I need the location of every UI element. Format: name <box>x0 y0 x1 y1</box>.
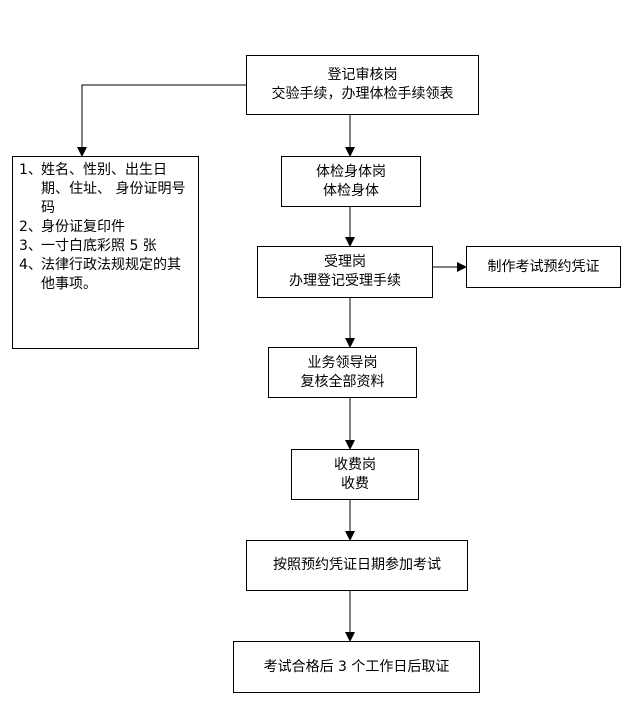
step-fee: 收费岗 收费 <box>291 449 419 500</box>
step-registration-review-title: 登记审核岗 <box>327 67 398 83</box>
required-documents-box: 1、 姓名、性别、出生日期、住址、 身份证明号码 2、 身份证复印件 3、 一寸… <box>12 156 199 349</box>
step-acceptance-title: 受理岗 <box>324 254 366 270</box>
step-leader-review: 业务领导岗 复核全部资料 <box>268 347 417 398</box>
step-take-exam: 按照预约凭证日期参加考试 <box>246 540 468 591</box>
step-leader-review-title: 业务领导岗 <box>307 354 378 371</box>
document-item-4: 4、 法律行政法规规定的其他事项。 <box>19 256 192 294</box>
document-item-number: 2、 <box>19 219 42 235</box>
step-registration-review-desc: 交验手续，办理体检手续领表 <box>271 86 454 102</box>
document-item-text: 一寸白底彩照 5 张 <box>41 238 157 254</box>
document-item-text: 法律行政法规规定的其他事项。 <box>41 257 181 292</box>
document-item-number: 1、 <box>19 162 42 178</box>
document-item-1: 1、 姓名、性别、出生日期、住址、 身份证明号码 <box>19 161 192 218</box>
step-take-exam-label: 按照预约凭证日期参加考试 <box>273 557 441 573</box>
step-acceptance-desc: 办理登记受理手续 <box>289 273 401 289</box>
document-item-number: 4、 <box>19 257 42 273</box>
step-registration-review: 登记审核岗 交验手续，办理体检手续领表 <box>246 55 479 115</box>
arrow-step1-to-docs <box>77 84 246 157</box>
step-get-license: 考试合格后 3 个工作日后取证 <box>233 641 480 693</box>
step-fee-desc: 收费 <box>341 475 369 492</box>
step-physical-exam-desc: 体检身体 <box>323 182 379 199</box>
step-acceptance: 受理岗 办理登记受理手续 <box>257 246 433 298</box>
step-fee-title: 收费岗 <box>334 456 376 473</box>
side-exam-voucher-label: 制作考试预约凭证 <box>487 258 600 275</box>
step-leader-review-desc: 复核全部资料 <box>300 373 385 390</box>
step-physical-exam: 体检身体岗 体检身体 <box>281 156 421 207</box>
step-physical-exam-title: 体检身体岗 <box>316 163 386 180</box>
step-get-license-label: 考试合格后 3 个工作日后取证 <box>263 658 450 675</box>
document-item-2: 2、 身份证复印件 <box>19 218 192 237</box>
document-item-text: 身份证复印件 <box>41 219 125 235</box>
document-item-3: 3、 一寸白底彩照 5 张 <box>19 237 192 256</box>
side-exam-voucher: 制作考试预约凭证 <box>466 246 621 288</box>
document-item-number: 3、 <box>19 238 42 254</box>
document-item-text: 姓名、性别、出生日期、住址、 身份证明号码 <box>41 162 186 216</box>
